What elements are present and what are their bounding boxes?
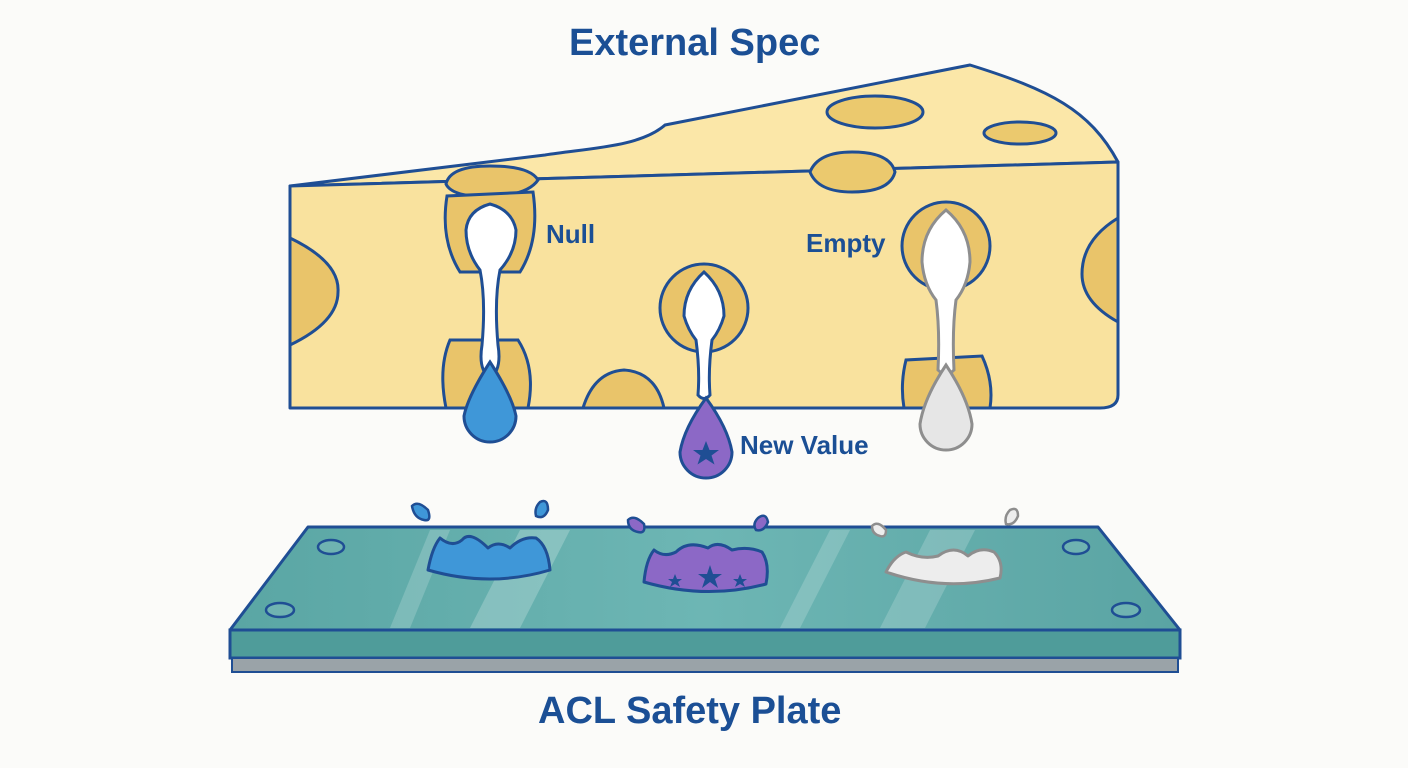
cheese-top-face [288, 63, 1120, 188]
star-icon [698, 565, 722, 588]
cheese-hole [580, 368, 666, 410]
water-drop-icon [462, 359, 518, 444]
star-icon [733, 574, 747, 587]
cheese-hole [825, 94, 925, 130]
cheese-wedge-icon [288, 63, 1120, 410]
cheese-hole [808, 150, 897, 194]
empty-drop-icon [918, 362, 974, 452]
cheese-hole [288, 235, 340, 348]
diagram-title: External Spec [569, 22, 821, 64]
cheese-hole [982, 120, 1058, 146]
star-drop-icon [678, 395, 734, 480]
empty-label: Empty [806, 228, 886, 258]
star-icon [693, 441, 719, 465]
cheese-hole [1080, 215, 1120, 325]
diagram-footer: ACL Safety Plate [538, 690, 842, 732]
null-splash-icon [410, 499, 552, 581]
bolt-icon [264, 538, 1142, 619]
new-value-splash-icon [626, 514, 770, 593]
empty-splash-icon [870, 507, 1020, 586]
null-label: Null [546, 219, 596, 249]
new-value-label: New Value [740, 430, 869, 460]
star-icon [668, 574, 682, 587]
